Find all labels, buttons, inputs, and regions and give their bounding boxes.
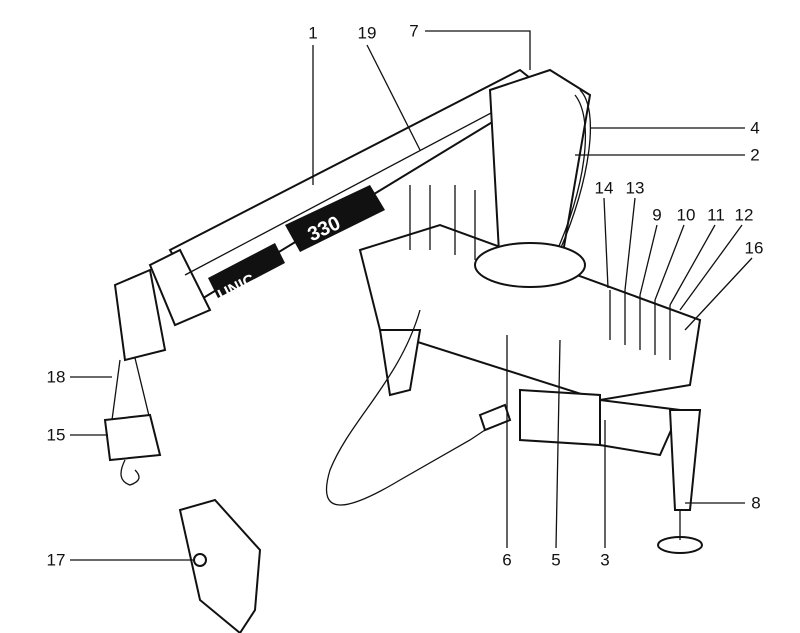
callout-11: 11	[707, 205, 725, 225]
callout-5: 5	[551, 550, 561, 570]
base-frame	[358, 223, 703, 554]
callout-19: 19	[357, 23, 377, 43]
callout-2: 2	[750, 145, 760, 165]
hook-block	[103, 268, 167, 486]
callout-7: 7	[409, 21, 419, 41]
hydraulic-hose	[325, 309, 512, 506]
callout-14: 14	[594, 178, 614, 198]
boom	[148, 68, 547, 327]
callout-12: 12	[734, 205, 754, 225]
callout-13: 13	[625, 178, 645, 198]
callout-6: 6	[502, 550, 512, 570]
leader-lines	[70, 30, 753, 561]
callout-16: 16	[744, 238, 764, 258]
callout-18: 18	[46, 367, 66, 387]
valve-levers	[409, 185, 671, 360]
callout-17: 17	[46, 550, 66, 570]
column	[488, 68, 592, 271]
callout-4: 4	[750, 118, 760, 138]
callout-9: 9	[652, 205, 662, 225]
callout-15: 15	[46, 425, 66, 445]
callout-3: 3	[600, 550, 610, 570]
callout-8: 8	[751, 493, 761, 513]
callout-10: 10	[676, 205, 696, 225]
truck-frame	[178, 498, 262, 633]
callout-1: 1	[308, 23, 318, 43]
